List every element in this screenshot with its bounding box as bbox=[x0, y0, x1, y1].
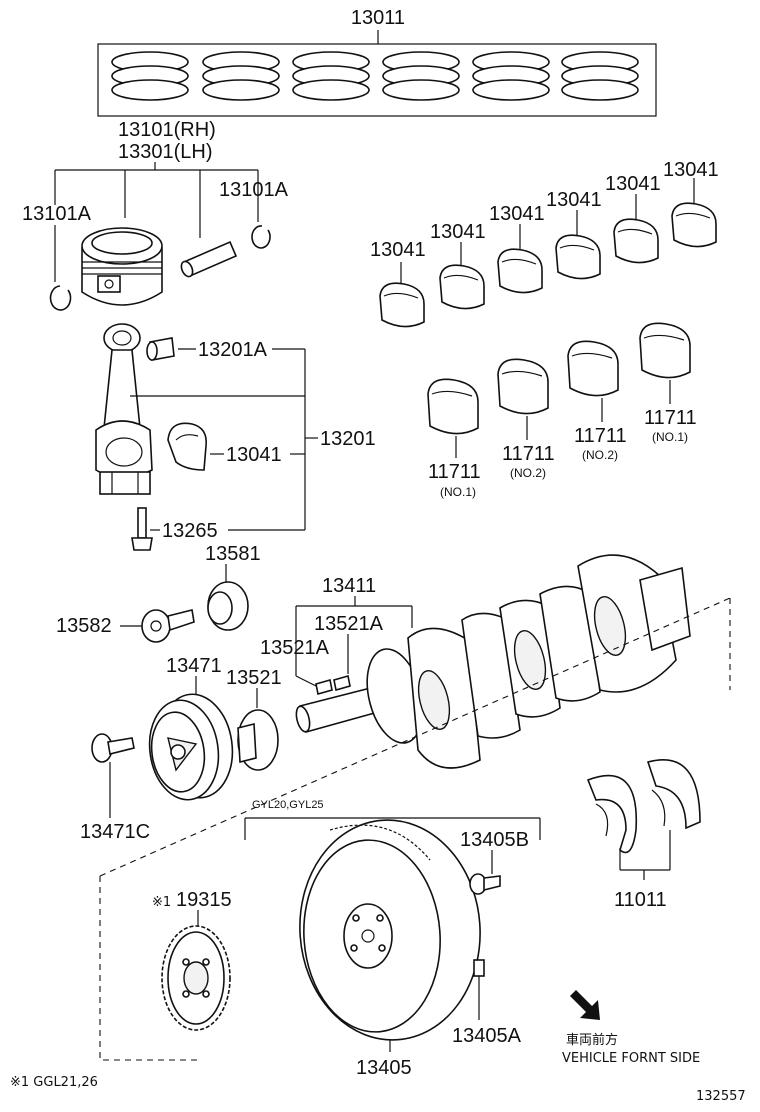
note-no2-right: (NO.2) bbox=[582, 448, 618, 462]
label-19315: 19315 bbox=[176, 889, 232, 911]
label-13265: 13265 bbox=[162, 520, 218, 542]
label-13581: 13581 bbox=[205, 543, 261, 565]
piston-ring-1 bbox=[111, 51, 189, 101]
thrust-washer-1 bbox=[586, 774, 638, 854]
label-13041-1: 13041 bbox=[370, 239, 426, 261]
mark-note-sprocket: ※1 bbox=[152, 895, 171, 910]
bearing-shell-5 bbox=[613, 218, 659, 264]
label-13041-5: 13041 bbox=[605, 173, 661, 195]
bearing-shell-1 bbox=[379, 282, 425, 328]
piston bbox=[81, 227, 163, 306]
piston-ring-3 bbox=[292, 51, 370, 101]
label-13521a-left: 13521A bbox=[260, 637, 330, 659]
label-11711-no2-left: 11711 bbox=[502, 443, 555, 465]
label-13471: 13471 bbox=[166, 655, 222, 677]
thrust-washer-2 bbox=[646, 759, 701, 830]
flywheel-bolt bbox=[469, 873, 501, 895]
label-13101a-right: 13101A bbox=[219, 179, 289, 201]
label-13405a: 13405A bbox=[452, 1025, 522, 1047]
label-13405: 13405 bbox=[356, 1057, 412, 1079]
front-label-en: VEHICLE FORNT SIDE bbox=[562, 1051, 700, 1066]
snap-ring-right bbox=[251, 225, 271, 249]
crank-pulley bbox=[148, 693, 234, 801]
note-no2-left: (NO.2) bbox=[510, 466, 546, 480]
label-13041-4: 13041 bbox=[546, 189, 602, 211]
label-13521a-top: 13521A bbox=[314, 613, 384, 635]
woodruff-keys bbox=[315, 674, 351, 696]
footnote: ※1 GGL21,26 bbox=[10, 1075, 98, 1090]
piston-ring-2 bbox=[202, 51, 280, 101]
conrod-bearing bbox=[167, 422, 208, 471]
main-bearing-3 bbox=[567, 340, 619, 397]
piston-ring-4 bbox=[382, 51, 460, 101]
label-13041-6: 13041 bbox=[663, 159, 719, 181]
label-13041-3: 13041 bbox=[489, 203, 545, 225]
label-13582: 13582 bbox=[56, 615, 112, 637]
piston-ring-5 bbox=[472, 51, 550, 101]
label-11711-no2-right: 11711 bbox=[574, 425, 627, 447]
label-13101-rh: 13101(RH) bbox=[118, 119, 216, 141]
conrod-bolt bbox=[131, 507, 153, 551]
label-13301-lh: 13301(LH) bbox=[118, 141, 213, 163]
bearing-shell-3 bbox=[497, 248, 543, 294]
label-13521: 13521 bbox=[226, 667, 282, 689]
figure-id: 132557 bbox=[696, 1089, 746, 1104]
flywheel-pin bbox=[473, 959, 485, 977]
label-13471c: 13471C bbox=[80, 821, 150, 843]
label-13201a: 13201A bbox=[198, 339, 268, 361]
vehicle-front-arrow-icon bbox=[566, 990, 600, 1020]
connecting-rod bbox=[95, 323, 153, 495]
label-13011: 13011 bbox=[351, 7, 405, 29]
pulley-bolt bbox=[91, 733, 135, 763]
timing-sprocket bbox=[161, 925, 231, 1031]
label-13405b: 13405B bbox=[460, 829, 529, 851]
plate-13581 bbox=[207, 581, 249, 631]
front-label-jp: 車両前方 bbox=[566, 1032, 618, 1048]
label-13411: 13411 bbox=[322, 575, 376, 597]
label-11011: 11011 bbox=[614, 889, 667, 911]
main-bearing-1 bbox=[427, 378, 479, 435]
crank-timing-gear bbox=[237, 709, 279, 771]
label-13101a-left: 13101A bbox=[22, 203, 92, 225]
note-gyl: GYL20,GYL25 bbox=[252, 799, 324, 811]
main-bearing-4 bbox=[639, 322, 691, 379]
snap-ring-left bbox=[49, 285, 72, 311]
bearing-shell-6 bbox=[671, 202, 717, 248]
label-11711-no1-left: 11711 bbox=[428, 461, 481, 483]
crankshaft bbox=[295, 554, 691, 769]
piston-pin bbox=[180, 240, 238, 278]
piston-ring-set bbox=[97, 30, 657, 117]
label-13201: 13201 bbox=[320, 428, 376, 450]
label-11711-no1-right: 11711 bbox=[644, 407, 697, 429]
label-13041-conrod: 13041 bbox=[226, 444, 282, 466]
flywheel bbox=[299, 819, 481, 1041]
note-no1-left: (NO.1) bbox=[440, 485, 476, 499]
piston-ring-6 bbox=[561, 51, 639, 101]
main-bearing-2 bbox=[497, 358, 549, 415]
conrod-bushing bbox=[146, 337, 175, 361]
bearing-shell-2 bbox=[439, 264, 485, 310]
note-no1-right: (NO.1) bbox=[652, 430, 688, 444]
bolt-13582 bbox=[141, 609, 195, 643]
label-13041-2: 13041 bbox=[430, 221, 486, 243]
bearing-shell-4 bbox=[555, 234, 601, 280]
